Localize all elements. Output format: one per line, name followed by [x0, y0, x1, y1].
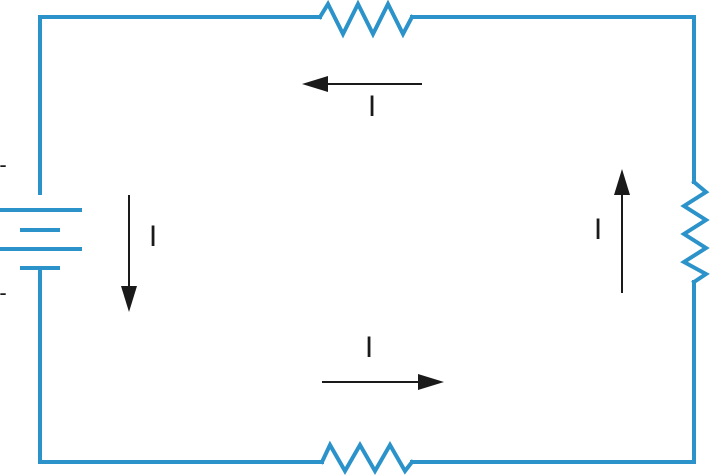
- arrow-top: [302, 76, 422, 92]
- arrow-left: [121, 195, 137, 312]
- resistor-bottom: [319, 440, 415, 475]
- arrowhead-up: [614, 169, 630, 195]
- arrow-right: [614, 169, 630, 293]
- battery-terminal-bottom: -: [0, 280, 7, 305]
- current-label-bottom: I: [365, 331, 373, 364]
- arrowhead-left: [302, 76, 328, 92]
- wire-right-lower: [410, 280, 696, 464]
- battery: [0, 208, 82, 270]
- arrowhead-down: [121, 286, 137, 312]
- current-label-left: I: [149, 220, 157, 253]
- battery-terminal-top: -: [0, 152, 7, 177]
- arrowhead-right: [418, 374, 444, 390]
- wire-top-left: [38, 15, 322, 195]
- resistor-top: [317, 0, 415, 39]
- wire-bottom-left: [38, 268, 324, 464]
- current-label-top: I: [368, 90, 376, 123]
- current-label-right: I: [594, 213, 602, 246]
- resistor-right: [680, 179, 710, 285]
- arrow-bottom: [322, 374, 444, 390]
- wire-top-right: [410, 15, 696, 184]
